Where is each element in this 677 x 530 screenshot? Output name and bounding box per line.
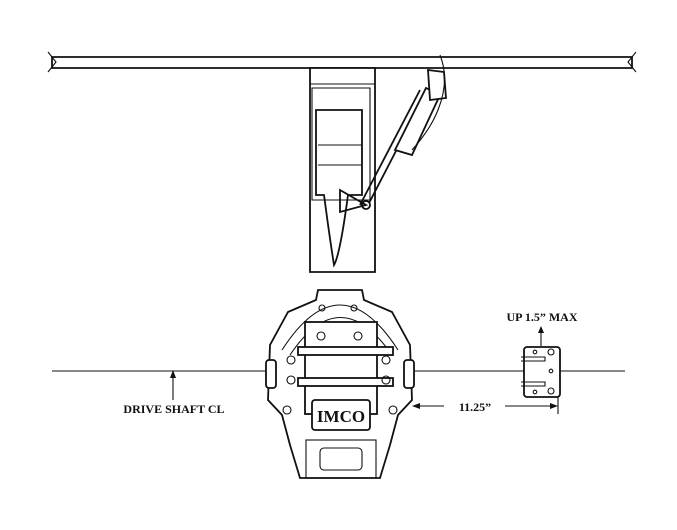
brand-label: IMCO [317,407,365,426]
transom-beam [47,51,637,73]
dimension-line [412,396,559,414]
gearcase [265,289,415,479]
dimension-label: 11.25” [459,400,491,414]
mounting-plate [521,326,561,398]
drive-housing [309,67,376,273]
actuator-arm [339,54,447,214]
drive-shaft-centerline [52,370,625,400]
drive-shaft-label: DRIVE SHAFT CL [123,402,224,416]
up-max-label: UP 1.5” MAX [507,310,578,324]
